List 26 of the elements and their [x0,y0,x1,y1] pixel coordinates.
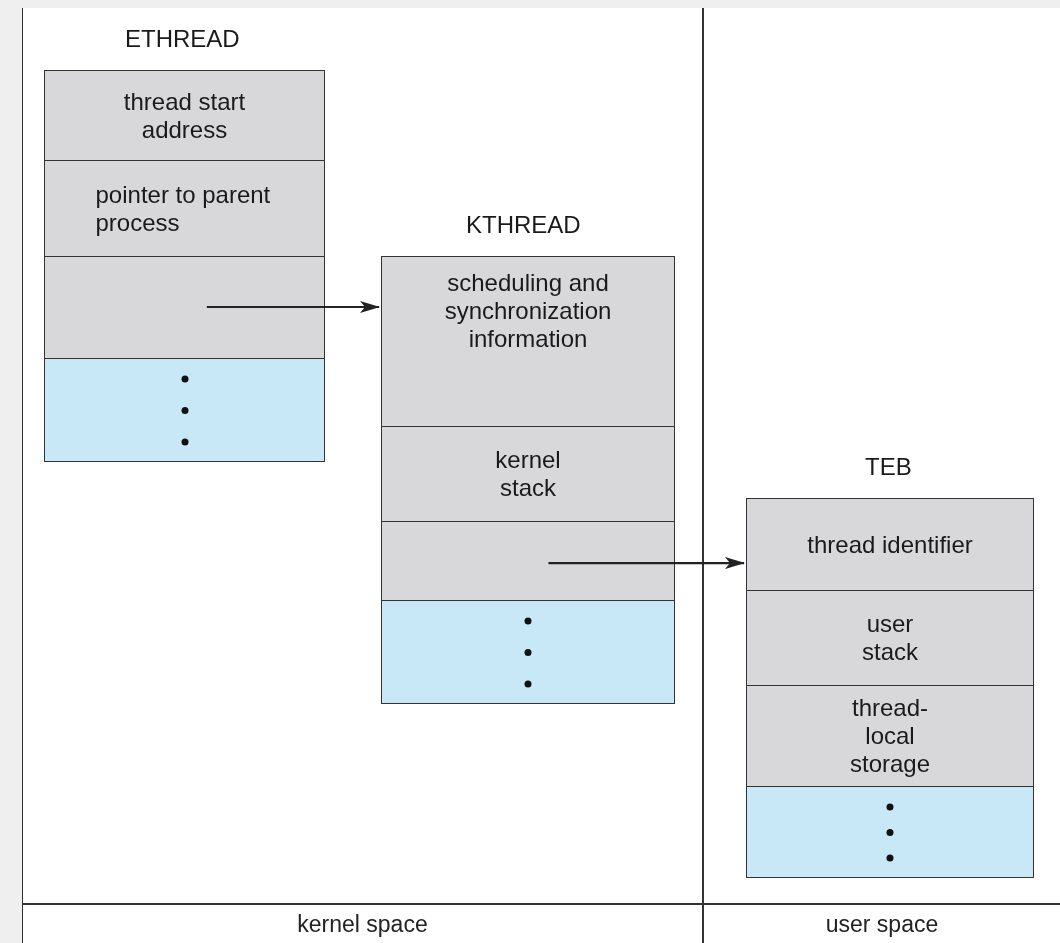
structure-field [382,427,674,522]
field-label: thread-local storage [849,694,930,778]
field-label: scheduling and synchronization information [444,269,612,353]
structure-title: TEB [865,453,912,481]
structure-title: ETHREAD [125,25,240,53]
structure-field [45,161,324,257]
structure-field [382,522,674,601]
structure-field [747,591,1033,686]
field-label: kernel stack [495,446,561,502]
field-label: pointer to parent process [95,180,272,237]
pointer-arrow [548,557,745,570]
structure-title: KTHREAD [466,211,581,239]
field-label: user stack [862,610,918,666]
region-label: user space [824,911,940,938]
continuation-field [747,787,1033,878]
region-label: kernel space [296,911,429,938]
continuation-field [382,601,674,704]
field-label: thread start address [122,87,247,144]
structure-field [747,686,1033,787]
structure-field [747,499,1033,591]
continuation-field [45,359,324,462]
structure-field [45,71,324,161]
pointer-arrow [206,301,380,313]
structure-field [45,257,324,359]
structure-field [382,257,674,427]
field-label: thread identifier [806,530,974,559]
